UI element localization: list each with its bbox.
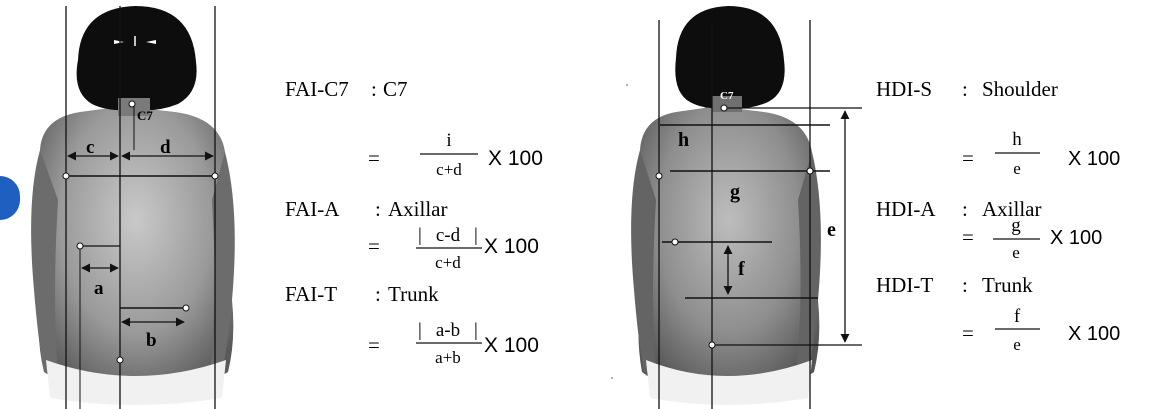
fai-t-numerator: a-b [436,320,460,341]
measure-label-h: h [678,129,689,151]
fai-c7-region: C7 [383,77,408,101]
hdi-s-numerator: h [1012,129,1022,150]
fai-formulas: FAI-C7 : C7 = i c+d X 100 FAI-A : Axilla… [285,77,543,367]
speck-2 [611,377,613,379]
hdi-s-colon: : [962,77,968,101]
measure-label-f: f [738,258,745,280]
hdi-s-denominator: e [1013,159,1021,178]
fai-c7-colon: : [371,77,377,101]
left-back-figure: C7 c d a b [31,6,235,409]
speck-1 [626,84,628,86]
fai-a-denominator: c+d [435,253,461,272]
hdi-a-name: HDI-A [876,197,936,221]
hdi-t-numerator: f [1014,306,1021,327]
fai-c7-equals: = [368,146,380,170]
fai-a-colon: : [375,197,381,221]
hdi-t-name: HDI-T [876,273,933,297]
fai-t-multiplier: X 100 [484,334,539,357]
hdi-formulas: HDI-S : Shoulder = h e X 100 HDI-A : Axi… [876,77,1120,354]
measure-label-g: g [730,181,740,203]
hdi-a-multiplier: X 100 [1050,227,1102,249]
measure-label-e: e [827,219,836,241]
hdi-s-region: Shoulder [982,77,1058,101]
fai-c7-denominator: c+d [436,160,462,179]
left-hair [77,6,197,110]
measure-label-b: b [146,330,157,351]
right-torso [638,103,819,394]
hdi-a-colon: : [962,197,968,221]
hdi-s-equals: = [962,146,974,170]
hdi-t-multiplier: X 100 [1068,323,1120,345]
fai-a-name: FAI-A [285,197,340,221]
fai-t-abs-right: | [474,320,478,341]
right-c7-label: C7 [720,90,734,102]
hdi-a-equals: = [962,225,974,249]
measure-label-c: c [86,137,94,158]
fai-t-name: FAI-T [285,282,337,306]
fai-a-region: Axillar [388,197,447,221]
fai-c7-name: FAI-C7 [285,77,349,101]
hdi-t-equals: = [962,321,974,345]
fai-a-equals: = [368,234,380,258]
fai-a-abs-left: | [418,225,422,246]
hdi-t-region: Trunk [982,273,1033,297]
fai-t-abs-left: | [418,320,422,341]
hdi-t-colon: : [962,273,968,297]
measure-label-d: d [160,137,171,158]
hdi-s-name: HDI-S [876,77,932,101]
fai-t-colon: : [375,282,381,306]
hdi-t-denominator: e [1013,335,1021,354]
left-c7-label: C7 [137,108,153,123]
right-back-figure: C7 h g f e [631,6,862,409]
fai-a-abs-right: | [474,225,478,246]
fai-c7-multiplier: X 100 [488,147,543,170]
fai-t-region: Trunk [388,282,439,306]
fai-t-equals: = [368,333,380,357]
left-torso [39,103,234,394]
hdi-a-denominator: e [1012,243,1020,262]
hdi-s-multiplier: X 100 [1068,148,1120,170]
measure-label-a: a [94,278,104,299]
fai-c7-numerator: i [446,130,451,151]
hdi-a-numerator: g [1011,215,1021,236]
fai-t-denominator: a+b [435,348,461,367]
fai-a-numerator: c-d [436,225,461,246]
fai-a-multiplier: X 100 [484,235,539,258]
